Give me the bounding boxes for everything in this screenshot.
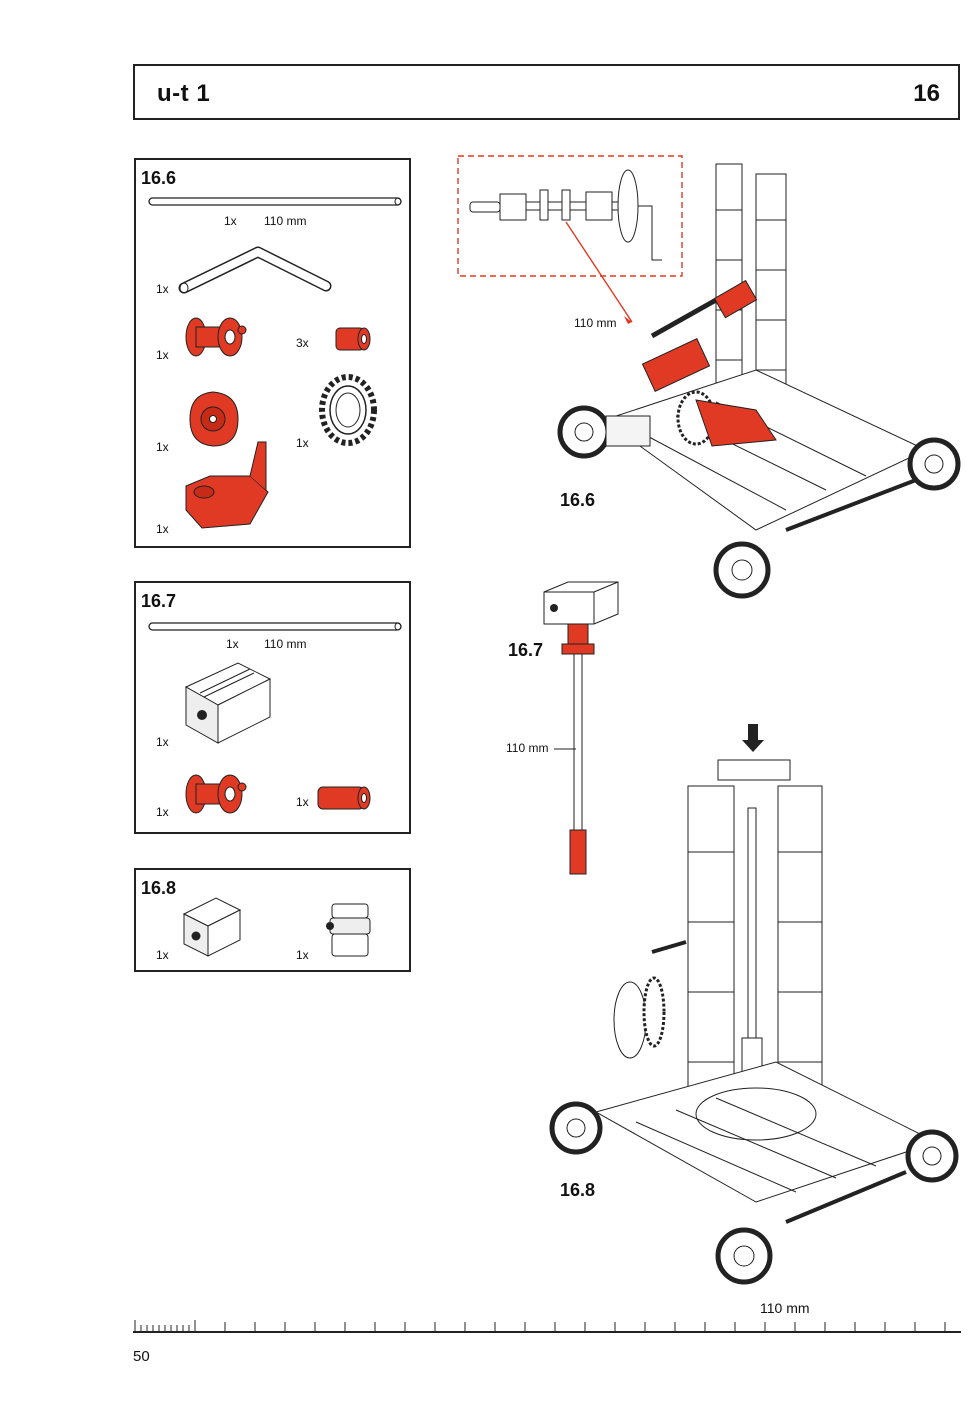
page-header: u-t 1 16: [133, 64, 960, 120]
red-cam-icon: [189, 391, 239, 447]
page-number: 16: [913, 80, 940, 107]
item-qty: 1x: [296, 795, 309, 809]
leader-line: [554, 748, 576, 750]
item-qty: 1x: [296, 436, 309, 450]
page-number-footer: 50: [133, 1348, 150, 1365]
item-qty: 1x: [296, 948, 309, 962]
parts-panel-16-7: 16.7 1x 110 mm 1x 1x 1x: [134, 581, 411, 834]
chassis-base: [602, 369, 928, 531]
measuring-ruler: [133, 1320, 961, 1333]
series-title: u-t 1: [157, 80, 211, 107]
building-block-icon: [184, 662, 272, 744]
red-bushing-icon: [317, 786, 371, 810]
red-crank-icon: [185, 441, 269, 529]
rod-qty: 1x: [226, 637, 239, 651]
item-qty: 1x: [156, 735, 169, 749]
gear-wheel-icon: [319, 374, 377, 446]
clip-block-icon: [326, 903, 371, 957]
item-qty: 1x: [156, 805, 169, 819]
bent-rod-icon: [178, 246, 332, 294]
panel-title: 16.6: [141, 168, 177, 188]
item-qty: 1x: [156, 948, 169, 962]
callout-length: 110 mm: [506, 741, 549, 755]
illustration-step-16-6: [457, 155, 961, 599]
rod-icon: [148, 197, 402, 206]
rod-icon: [148, 622, 402, 631]
callout-length: 110 mm: [574, 316, 617, 330]
step-label: 16.8: [560, 1180, 596, 1200]
inset-shaft-assembly: [469, 169, 662, 261]
red-hub-icon: [185, 774, 247, 814]
illustration-step-16-8: [549, 724, 959, 1285]
parts-panel-16-8: 16.8 1x 1x: [134, 868, 411, 972]
step-label: 16.7: [508, 640, 544, 660]
small-block-icon: [182, 897, 242, 957]
side-crank: [613, 940, 687, 1059]
illustration-step-16-7: [543, 581, 619, 875]
item-qty: 1x: [156, 282, 169, 296]
item-qty: 1x: [156, 522, 169, 536]
parts-panel-16-6: 16.6 1x 110 mm 1x 1x 3x 1x 1x 1x: [134, 158, 411, 548]
base-platform: [594, 1061, 938, 1203]
ruler-label: 110 mm: [760, 1300, 810, 1316]
red-hub-icon: [185, 317, 247, 357]
item-qty: 3x: [296, 336, 309, 350]
tall-tower: [687, 759, 823, 1117]
wheels: [549, 1101, 959, 1285]
red-crank-assembly: [641, 279, 777, 447]
rod-qty: 1x: [224, 214, 237, 228]
panel-title: 16.7: [141, 591, 177, 611]
item-qty: 1x: [156, 440, 169, 454]
wheels: [557, 405, 961, 599]
panel-title: 16.8: [141, 878, 177, 898]
rod-length: 110 mm: [264, 214, 307, 228]
down-arrow-icon: [742, 724, 764, 752]
item-qty: 1x: [156, 348, 169, 362]
rod-length: 110 mm: [264, 637, 307, 651]
step-label: 16.6: [560, 490, 596, 510]
red-bushing-icon: [335, 327, 371, 351]
